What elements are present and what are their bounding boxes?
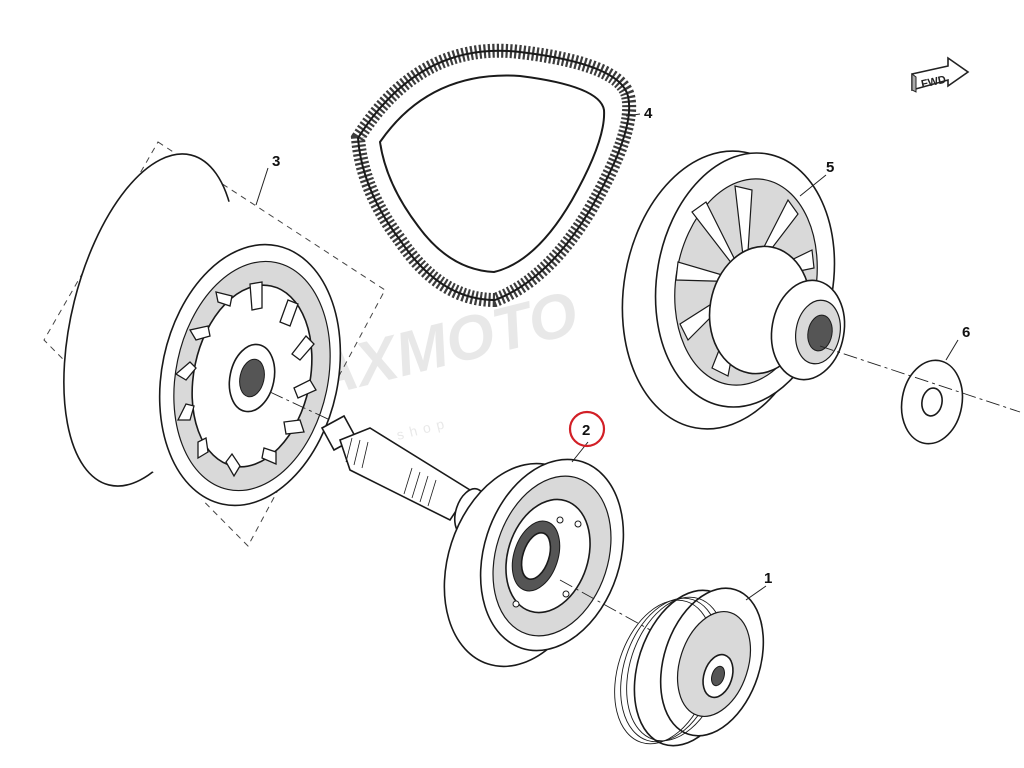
callout-label-3: 3 bbox=[272, 153, 280, 170]
highlight-ring bbox=[568, 410, 606, 448]
part-6-washer bbox=[819, 339, 1021, 445]
fwd-label: FWD bbox=[920, 74, 947, 91]
callout-label-5: 5 bbox=[826, 159, 834, 176]
input-shaft bbox=[269, 391, 487, 537]
part-4-drive-belt bbox=[350, 43, 641, 308]
part-2-clutch-drum bbox=[443, 441, 625, 668]
callout-label-1: 1 bbox=[764, 570, 772, 587]
fwd-arrow-icon: FWD bbox=[911, 56, 970, 93]
callout-label-6: 6 bbox=[962, 324, 970, 341]
callout-label-4: 4 bbox=[644, 105, 653, 122]
part-3-drive-clutch bbox=[43, 141, 386, 547]
watermark-sub: shop bbox=[395, 414, 452, 443]
callout-label-2: 2 bbox=[582, 422, 590, 439]
part-5-driven-clutch bbox=[621, 150, 846, 430]
part-1-centrifugal-clutch bbox=[559, 579, 767, 747]
